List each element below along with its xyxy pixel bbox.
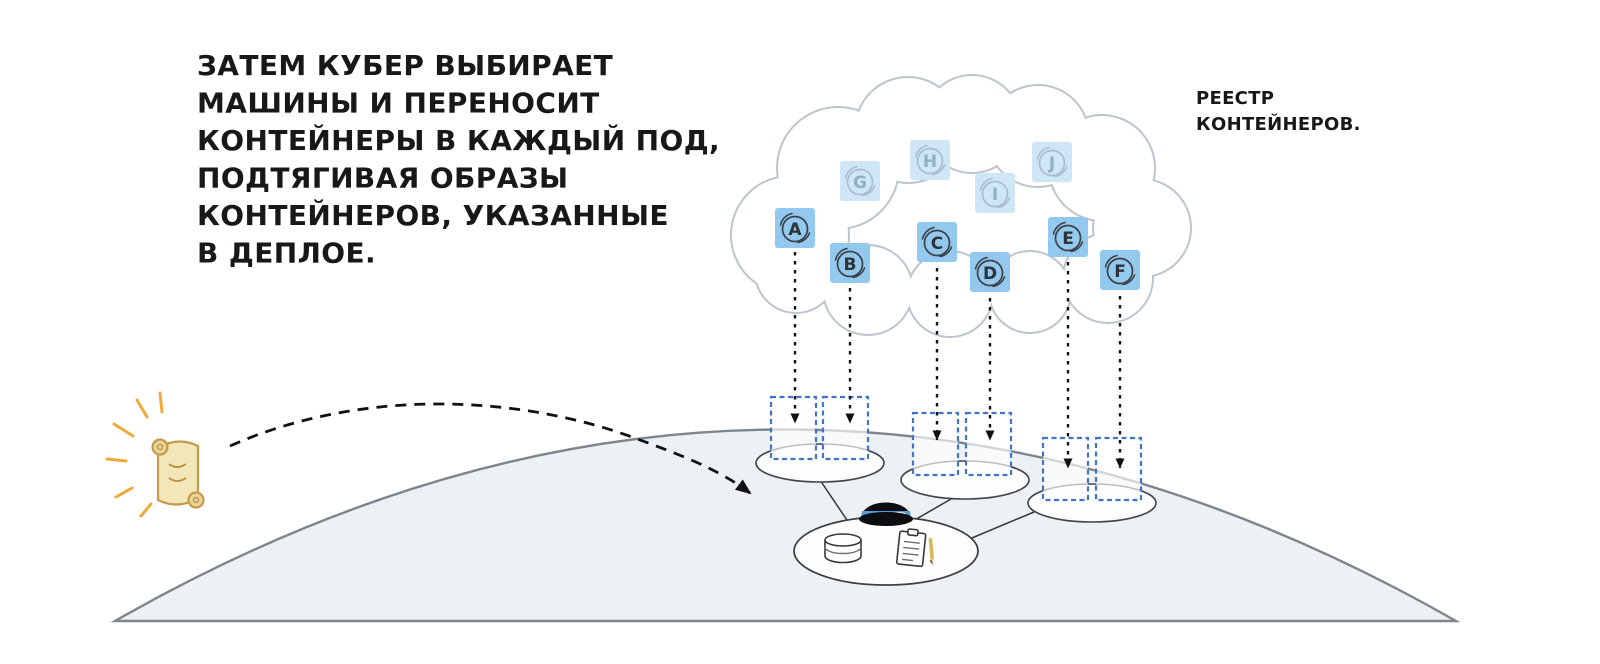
deploy-arrow bbox=[229, 402, 752, 495]
container-image-H: H bbox=[910, 140, 950, 180]
refresh-arrow-icon bbox=[979, 177, 1011, 209]
container-image-B: B bbox=[830, 243, 870, 283]
container-letter: J bbox=[1048, 154, 1055, 174]
container-square bbox=[970, 252, 1010, 292]
clipboard-line bbox=[901, 558, 914, 562]
registry-label: РЕЕСТР КОНТЕЙНЕРОВ. bbox=[1196, 88, 1361, 135]
caption: ЗАТЕМ КУБЕР ВЫБИРАЕТ МАШИНЫ И ПЕРЕНОСИТ … bbox=[197, 49, 720, 270]
refresh-circle bbox=[981, 180, 1009, 208]
master-node bbox=[793, 502, 979, 586]
sparkle-ray bbox=[114, 486, 134, 499]
sparkle-ray bbox=[139, 502, 153, 518]
refresh-arrow-icon bbox=[1104, 254, 1136, 286]
database-top bbox=[824, 533, 862, 547]
refresh-arrow-icon bbox=[974, 256, 1006, 288]
deployment-scroll-icon bbox=[151, 438, 205, 509]
container-image-F: F bbox=[1100, 250, 1140, 290]
container-letter: F bbox=[1114, 262, 1126, 282]
container-image-A: A bbox=[775, 208, 815, 248]
container-image-G: G bbox=[840, 161, 880, 201]
pod-node3-b bbox=[1094, 436, 1143, 502]
refresh-circle bbox=[923, 229, 951, 257]
scroll-bottom-curl bbox=[187, 491, 205, 509]
hat-brim bbox=[859, 512, 913, 526]
container-square bbox=[910, 140, 950, 180]
database-icon bbox=[824, 533, 862, 564]
pencil-tip bbox=[929, 559, 934, 566]
caption-line: ПОДТЯГИВАЯ ОБРАЗЫ bbox=[197, 162, 568, 195]
clipboard-clip bbox=[906, 528, 919, 537]
container-letter: A bbox=[788, 220, 802, 240]
caption-line: МАШИНЫ И ПЕРЕНОСИТ bbox=[197, 87, 600, 120]
cloud-icon bbox=[730, 74, 1192, 338]
registry-label-line: КОНТЕЙНЕРОВ. bbox=[1196, 113, 1361, 135]
container-square bbox=[830, 243, 870, 283]
refresh-arrow-icon bbox=[834, 247, 866, 279]
container-square bbox=[1048, 217, 1088, 257]
container-square bbox=[917, 222, 957, 262]
clipboard-line bbox=[903, 546, 920, 550]
clipboard-line bbox=[903, 540, 920, 544]
refresh-circle bbox=[781, 215, 809, 243]
container-square bbox=[975, 173, 1015, 213]
refresh-circle bbox=[846, 168, 874, 196]
container-letter: G bbox=[853, 173, 867, 193]
database-ridge bbox=[824, 546, 862, 555]
pencil-icon bbox=[928, 538, 934, 560]
sparkle-ray bbox=[105, 457, 128, 463]
refresh-circle bbox=[836, 250, 864, 278]
master-node-ellipse bbox=[793, 516, 979, 586]
sparkle-ray bbox=[135, 398, 149, 419]
sparkle-rays-icon bbox=[105, 391, 164, 518]
caption-line: КОНТЕЙНЕРЫ В КАЖДЫЙ ПОД, bbox=[197, 123, 720, 157]
container-square bbox=[840, 161, 880, 201]
container-image-J: J bbox=[1032, 142, 1072, 182]
sparkle-ray bbox=[112, 422, 135, 438]
refresh-arrow-icon bbox=[1036, 146, 1068, 178]
scroll-top-curl bbox=[151, 438, 169, 456]
caption-line: В ДЕПЛОЕ. bbox=[197, 237, 376, 270]
pod-node2-b bbox=[964, 411, 1013, 477]
refresh-circle bbox=[1106, 257, 1134, 285]
container-square bbox=[775, 208, 815, 248]
clipboard-line bbox=[902, 552, 919, 556]
container-square bbox=[1100, 250, 1140, 290]
container-image-I: I bbox=[975, 173, 1015, 213]
container-letter: B bbox=[844, 255, 857, 275]
refresh-circle bbox=[916, 147, 944, 175]
refresh-arrow-icon bbox=[921, 226, 953, 258]
pod-node2-a bbox=[911, 411, 960, 477]
refresh-circle bbox=[1038, 149, 1066, 177]
caption-line: ЗАТЕМ КУБЕР ВЫБИРАЕТ bbox=[197, 49, 613, 82]
container-letter: D bbox=[983, 264, 997, 284]
refresh-arrow-icon bbox=[844, 165, 876, 197]
scroll-squiggle bbox=[168, 463, 187, 482]
pod-node3-a bbox=[1041, 436, 1090, 502]
clipboard-with-pencil-icon bbox=[895, 528, 934, 568]
container-image-D: D bbox=[970, 252, 1010, 292]
container-letter: C bbox=[931, 234, 943, 254]
cloud-fill-circles bbox=[732, 76, 1190, 336]
scroll-bottom-curl-center bbox=[192, 496, 200, 504]
container-image-E: E bbox=[1048, 217, 1088, 257]
refresh-arrow-icon bbox=[1052, 221, 1084, 253]
refresh-arrow-icon bbox=[779, 212, 811, 244]
container-letter: E bbox=[1062, 229, 1074, 249]
bowler-hat-icon bbox=[859, 502, 913, 526]
pod-node1-b bbox=[821, 395, 870, 461]
caption-line: КОНТЕЙНЕРОВ, УКАЗАННЫЕ bbox=[197, 198, 669, 232]
refresh-arrow-icon bbox=[914, 144, 946, 176]
container-letter: H bbox=[923, 152, 937, 172]
connector-master-node1 bbox=[819, 479, 852, 527]
refresh-circle bbox=[976, 259, 1004, 287]
scroll-top-curl-center bbox=[156, 443, 164, 451]
container-letter: I bbox=[992, 185, 998, 205]
pod-node1-a bbox=[769, 395, 818, 461]
sparkle-ray bbox=[158, 391, 164, 414]
container-image-C: C bbox=[917, 222, 957, 262]
refresh-circle bbox=[1054, 224, 1082, 252]
registry-label-line: РЕЕСТР bbox=[1196, 88, 1274, 109]
container-square bbox=[1032, 142, 1072, 182]
